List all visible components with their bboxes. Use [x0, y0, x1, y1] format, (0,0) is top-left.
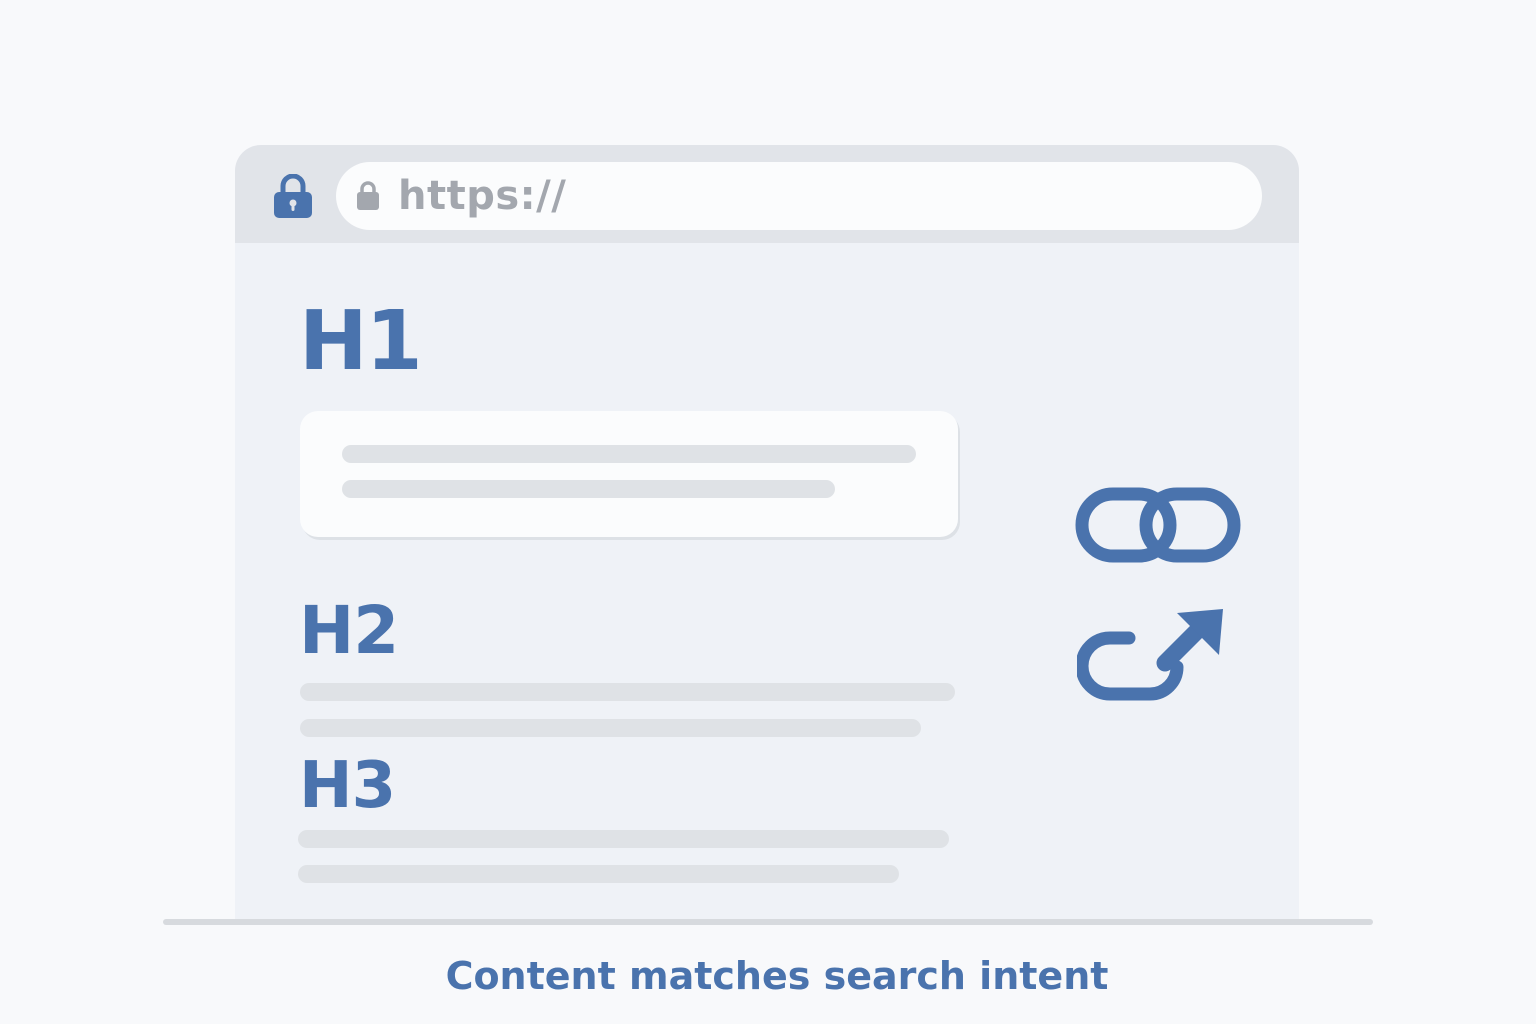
external-link-icon[interactable] [1077, 607, 1225, 709]
heading-h3: H3 [299, 749, 396, 823]
heading-h2: H2 [299, 592, 399, 669]
text-placeholder-line [342, 480, 835, 498]
text-placeholder-line [298, 830, 949, 848]
baseline-divider [163, 919, 1373, 925]
text-placeholder-line [300, 719, 921, 737]
lock-icon [357, 181, 379, 210]
browser-toolbar: https:// [235, 145, 1299, 243]
browser-window: https:// H1 H2 H3 [235, 145, 1299, 921]
text-placeholder-line [300, 683, 955, 701]
lock-icon [274, 174, 312, 218]
heading-h1: H1 [299, 294, 423, 389]
text-placeholder-line [298, 865, 899, 883]
address-bar[interactable]: https:// [336, 162, 1262, 230]
text-card [300, 411, 958, 537]
url-text: https:// [398, 173, 567, 219]
text-placeholder-line [342, 445, 916, 463]
link-icon[interactable] [1075, 487, 1241, 563]
caption: Content matches search intent [445, 954, 1109, 998]
